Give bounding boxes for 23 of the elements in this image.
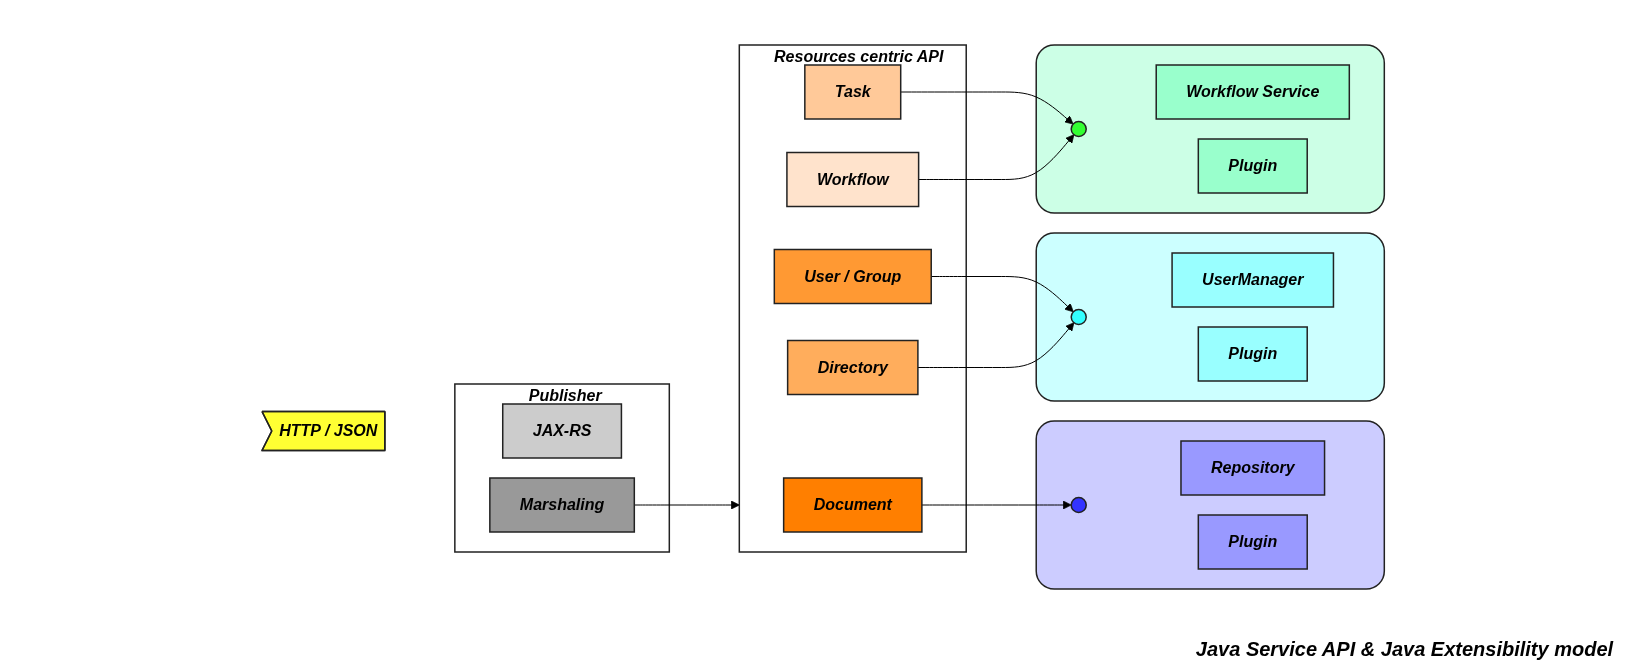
- node-circle: [1070, 496, 1087, 514]
- node-box: Workflow: [786, 151, 920, 208]
- node-box: User / Group: [773, 248, 932, 305]
- node-box: Workflow Service: [1155, 64, 1350, 120]
- node-box: Marshaling: [488, 477, 635, 533]
- node-box: UserManager: [1171, 252, 1335, 308]
- node-box: Repository: [1180, 440, 1326, 496]
- arrow: [921, 500, 1072, 510]
- node-box: Directory: [786, 339, 919, 396]
- cluster: [1035, 44, 1385, 214]
- node-box: JAX-RS: [501, 403, 622, 459]
- cluster: [1035, 232, 1385, 402]
- node-box: Plugin: [1197, 514, 1308, 570]
- arrow: [917, 322, 1075, 368]
- arrow: [900, 91, 1074, 125]
- node-box: Plugin: [1197, 326, 1308, 382]
- node-box: Task: [803, 64, 902, 120]
- cluster: [1035, 420, 1385, 590]
- column-caption: Java Service API & Java Extensibility model: [1194, 638, 1614, 661]
- node-box: Plugin: [1197, 138, 1308, 194]
- node-circle: [1070, 120, 1087, 138]
- node-box: Document: [782, 477, 923, 533]
- node-circle: [1070, 308, 1087, 326]
